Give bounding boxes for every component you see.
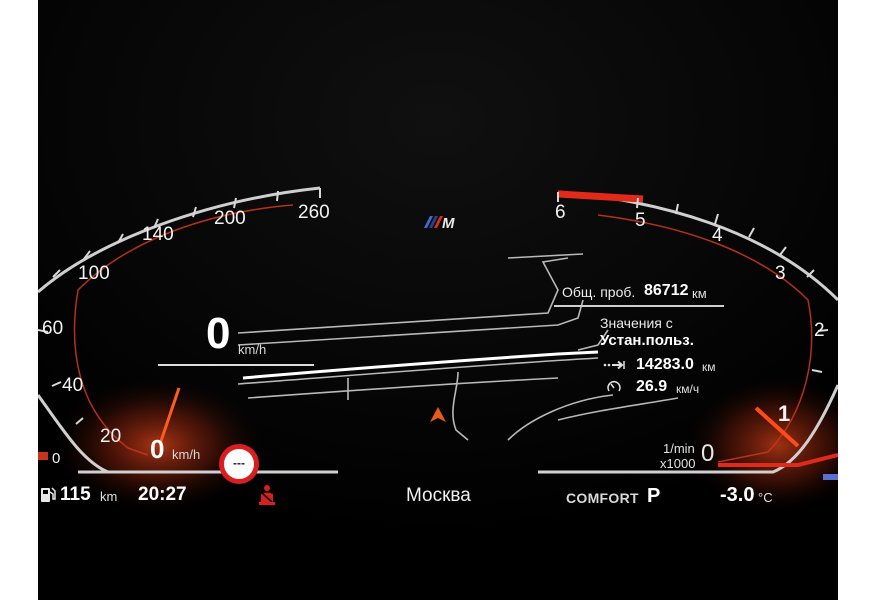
drive-mode: COMFORT	[566, 490, 639, 506]
navigation-position-arrow	[430, 407, 446, 422]
speedo-tick	[75, 417, 84, 425]
navigation-route-lines	[242, 350, 599, 380]
tachometer-unit-line1: 1/min	[663, 441, 695, 456]
speedo-tick	[276, 190, 279, 202]
tacho-tick	[817, 329, 829, 332]
tachometer-base-bar	[718, 453, 838, 467]
values-since-subtitle: Устан.польз.	[600, 332, 694, 349]
tachometer-scale-5: 5	[635, 210, 646, 231]
odometer-divider	[554, 305, 724, 307]
tacho-tick	[779, 246, 787, 256]
speedometer-ticks	[38, 188, 321, 425]
secondary-speed-unit: km/h	[172, 447, 201, 462]
speedometer-scale-20: 20	[100, 426, 122, 447]
outside-temperature-value: -3.0	[720, 484, 755, 506]
clock-time: 20:27	[138, 484, 187, 505]
speedo-tick	[51, 381, 62, 387]
speed-limit-sign: ---	[219, 444, 259, 484]
speedo-tick	[83, 250, 91, 260]
odometer-unit: км	[692, 286, 707, 301]
tachometer-scale-4: 4	[712, 225, 723, 246]
tacho-tick	[748, 227, 755, 238]
tacho-tick	[811, 369, 823, 373]
speedometer-scale-260: 260	[298, 202, 330, 223]
speedometer-glow	[48, 375, 268, 515]
tachometer-glow	[683, 375, 838, 515]
fuel-pump-icon	[41, 487, 56, 502]
speedo-tick	[117, 233, 124, 244]
trip-distance-value: 14283.0	[636, 356, 694, 373]
odometer-value: 86712	[644, 282, 689, 299]
secondary-speed-value: 0	[150, 434, 165, 464]
speedometer-scale-140: 140	[142, 224, 174, 245]
seatbelt-warning-icon	[259, 485, 275, 505]
speedo-tick	[233, 197, 237, 209]
speedo-tick	[153, 218, 159, 229]
digital-speed-value: 0	[206, 309, 231, 358]
tacho-tick	[636, 197, 639, 209]
outside-temperature-unit: °C	[758, 490, 773, 505]
tachometer-needle	[754, 406, 800, 448]
speedometer-red-arc	[73, 204, 294, 456]
gear-indicator: P	[647, 485, 661, 507]
tacho-tick	[675, 203, 679, 215]
speedometer-scale-100: 100	[78, 263, 110, 284]
values-since-title: Значения с	[600, 315, 673, 331]
tacho-tick	[806, 269, 815, 278]
fuel-range-value: 115	[60, 484, 91, 505]
tachometer-unit-line2: x1000	[660, 456, 696, 471]
speed-limit-text: ---	[233, 456, 245, 470]
svg-text:M: M	[442, 215, 455, 230]
instrument-cluster: 0 20 40 60 100 140 200 260 1 2 3 4 5 6 M…	[38, 0, 838, 600]
navigation-location: Москва	[406, 485, 471, 506]
tachometer-red-arc	[597, 214, 813, 463]
digital-speed-unit: km/h	[238, 342, 267, 357]
speedometer-outer-ring	[38, 186, 321, 294]
average-speed-unit: км/ч	[676, 382, 700, 396]
speed-underline	[158, 364, 314, 366]
tachometer-ticks	[557, 192, 829, 373]
distance-arrow-icon	[603, 360, 625, 370]
tachometer-scale-3: 3	[775, 263, 786, 284]
speedo-tick	[38, 329, 49, 333]
odometer-label: Общ. проб.	[562, 284, 636, 300]
tachometer-redline-zone	[557, 190, 644, 203]
navigation-road-lines	[237, 253, 679, 441]
speedometer-needle	[158, 387, 181, 445]
gauge-icon	[607, 381, 621, 392]
trip-distance-unit: км	[702, 360, 716, 374]
tachometer-scale-2: 2	[814, 320, 825, 341]
fuel-range-unit: km	[100, 489, 118, 504]
tachometer-bottom-ring	[538, 384, 838, 474]
speedo-tick	[52, 269, 61, 278]
cluster-graphics	[38, 0, 838, 600]
tacho-tick	[714, 213, 719, 225]
speedometer-scale-200: 200	[214, 208, 246, 229]
tachometer-scale-6: 6	[555, 202, 566, 223]
tachometer-scale-1: 1	[778, 401, 791, 426]
tachometer-scale-0: 0	[701, 440, 715, 467]
m-logo-icon: M	[424, 215, 455, 230]
speedometer-scale-60: 60	[42, 318, 64, 339]
speedometer-zero-marker	[38, 452, 48, 460]
speedo-tick	[192, 206, 197, 218]
tachometer-corner-marker	[823, 474, 838, 480]
speedometer-scale-0: 0	[52, 450, 61, 467]
average-speed-value: 26.9	[636, 378, 668, 395]
speedometer-scale-40: 40	[62, 375, 84, 396]
